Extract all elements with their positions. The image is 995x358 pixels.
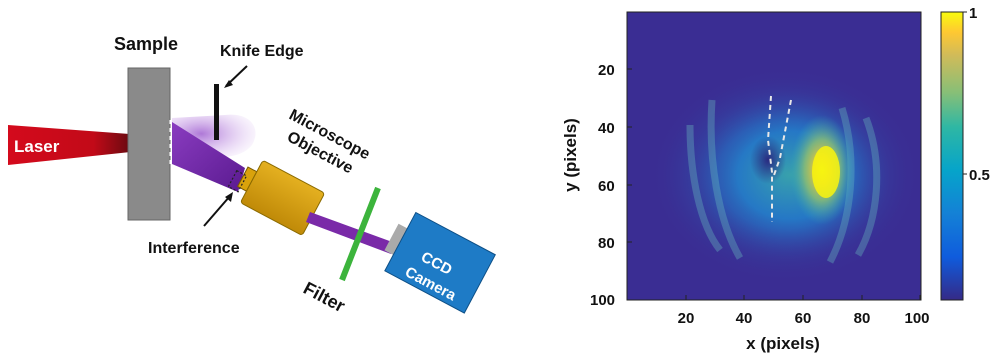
x-tick-40: 40 — [736, 310, 753, 327]
filter-plate — [339, 186, 381, 282]
sample-label: Sample — [114, 34, 178, 54]
x-tick-20: 20 — [678, 310, 695, 327]
x-tick-100: 100 — [904, 310, 929, 327]
plot-frame — [626, 11, 922, 301]
y-tick-40: 40 — [598, 120, 615, 137]
x-axis: 20 40 60 80 100 x (pixels) — [678, 295, 930, 353]
fringe-marker-lines — [766, 95, 773, 222]
colorbar-tick-1: 1 — [969, 5, 977, 22]
y-tick-20: 20 — [598, 62, 615, 79]
colorbar: 1 0.5 — [940, 5, 990, 301]
y-tick-80: 80 — [598, 235, 615, 252]
y-tick-60: 60 — [598, 178, 615, 195]
colorbar-tick-0-5: 0.5 — [969, 167, 990, 184]
filter-label: Filter — [300, 278, 348, 316]
intensity-image-plot: 20 40 60 80 100 y (pixels) 20 40 60 80 1… — [561, 5, 990, 353]
signal-beam — [172, 122, 245, 192]
knife-edge-label: Knife Edge — [220, 43, 304, 60]
knife-edge-arrowhead — [224, 80, 233, 88]
output-beam — [306, 212, 395, 254]
fringe-marker-lines-2 — [772, 99, 792, 179]
ccd-camera — [384, 211, 496, 314]
knife-edge — [214, 84, 219, 140]
x-tick-80: 80 — [854, 310, 871, 327]
laser-beam — [8, 125, 130, 165]
laser-label: Laser — [14, 137, 60, 156]
setup-diagram: Laser Sample Knife Edge Microscope Objec… — [8, 34, 496, 316]
interference-arrowhead — [225, 192, 233, 202]
y-axis-label: y (pixels) — [561, 118, 580, 192]
intensity-map — [650, 67, 920, 283]
y-tick-100: 100 — [590, 292, 615, 309]
x-axis-label: x (pixels) — [746, 334, 820, 353]
interference-region — [227, 169, 248, 193]
colorbar-gradient — [940, 11, 964, 301]
y-axis: 20 40 60 80 100 y (pixels) — [561, 62, 632, 309]
x-tick-60: 60 — [795, 310, 812, 327]
sample-block — [127, 67, 171, 221]
interference-arrow — [203, 195, 231, 227]
interference-label: Interference — [148, 240, 240, 257]
